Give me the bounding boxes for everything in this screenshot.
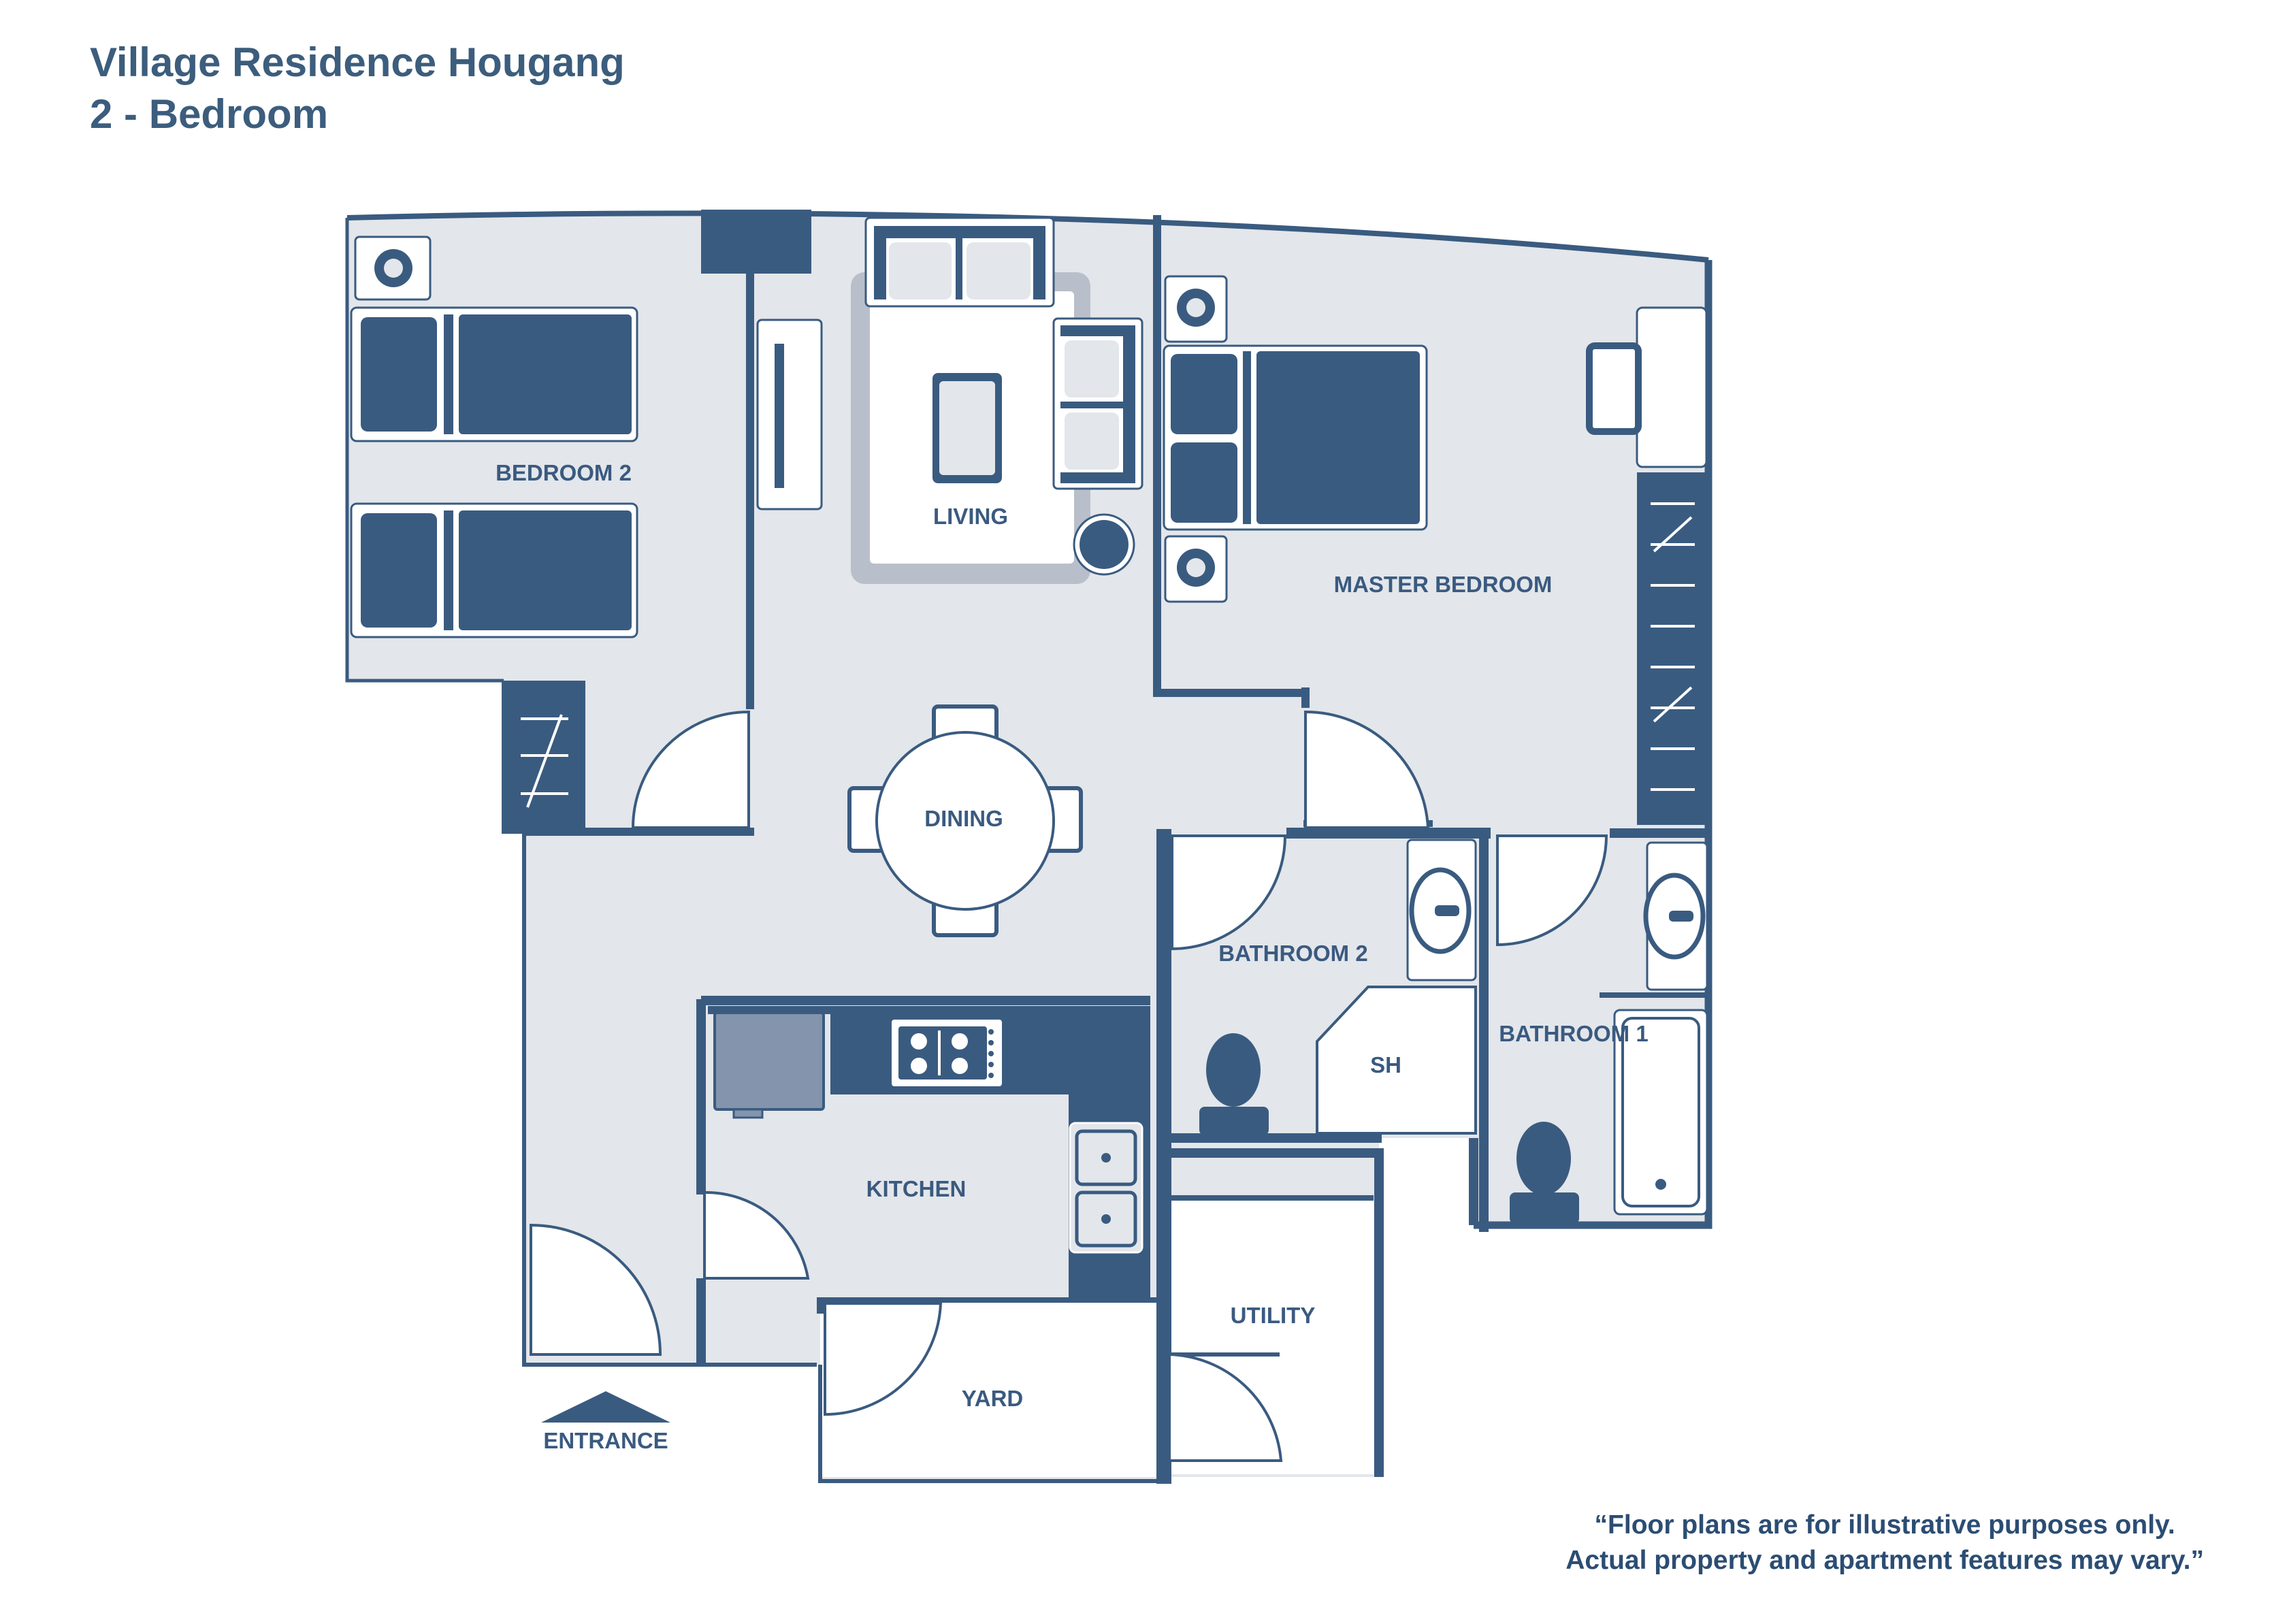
dining-table bbox=[875, 731, 1055, 911]
yard-label: YARD bbox=[962, 1386, 1023, 1411]
walls bbox=[345, 210, 1713, 1484]
tv-console bbox=[756, 319, 823, 510]
tv-icon bbox=[775, 344, 784, 488]
fridge bbox=[713, 1011, 825, 1111]
bedroom2-furniture bbox=[350, 236, 638, 830]
plan-title: Village Residence Hougang bbox=[90, 39, 625, 85]
living-label: LIVING bbox=[933, 504, 1008, 529]
bedroom2-label: BEDROOM 2 bbox=[496, 460, 632, 485]
column bbox=[701, 210, 811, 274]
shower-label: SH bbox=[1370, 1052, 1401, 1077]
desk bbox=[1636, 306, 1708, 468]
plan-subtitle: 2 - Bedroom bbox=[90, 91, 329, 137]
doors bbox=[530, 710, 1608, 1462]
master-wardrobe bbox=[1637, 472, 1706, 825]
living-furniture bbox=[756, 216, 1143, 584]
disclaimer-line-2: Actual property and apartment features m… bbox=[1565, 1546, 2204, 1575]
shower-stall bbox=[1316, 986, 1477, 1135]
bathroom1-fixtures bbox=[1510, 841, 1708, 1224]
chair bbox=[1586, 342, 1642, 435]
entrance-arrow-icon bbox=[541, 1391, 670, 1423]
dining-furniture bbox=[847, 704, 1083, 937]
toilet-1 bbox=[1516, 1122, 1571, 1195]
disclaimer: “Floor plans are for illustrative purpos… bbox=[1565, 1508, 2204, 1578]
master-bedroom-label: MASTER BEDROOM bbox=[1334, 572, 1553, 597]
dining-label: DINING bbox=[924, 806, 1003, 831]
disclaimer-line-1: “Floor plans are for illustrative purpos… bbox=[1594, 1510, 2175, 1540]
toilet-2 bbox=[1206, 1033, 1261, 1107]
entrance-label: ENTRANCE bbox=[543, 1428, 668, 1453]
kitchen-label: KITCHEN bbox=[866, 1176, 967, 1201]
bathroom2-fixtures bbox=[1199, 839, 1477, 1135]
master-furniture bbox=[1163, 275, 1708, 825]
bathroom1-label: BATHROOM 1 bbox=[1499, 1021, 1648, 1046]
bathroom2-label: BATHROOM 2 bbox=[1218, 941, 1367, 966]
utility-label: UTILITY bbox=[1231, 1303, 1316, 1328]
kitchen-fixtures bbox=[708, 1006, 1150, 1299]
